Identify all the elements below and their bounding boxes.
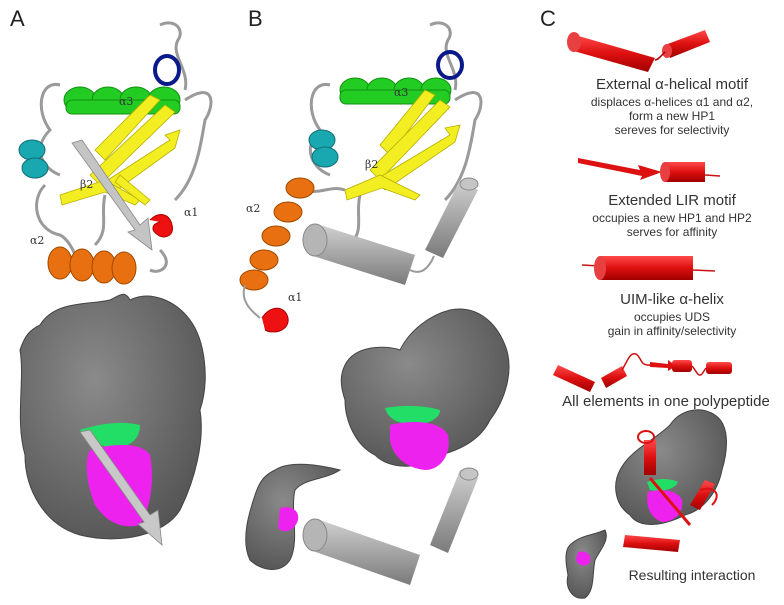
- panel-c-item-uim-helix: UIM-like α-helix occupies UDS gain in af…: [560, 291, 784, 338]
- panel-a-alpha2-label: α2: [30, 234, 45, 247]
- panel-c-item-external-helix: External α-helical motif displaces α-hel…: [560, 76, 784, 137]
- panel-b-alpha3-label: α3: [394, 86, 409, 99]
- panel-label-c: C: [540, 6, 556, 31]
- panel-c-item-resulting-interaction: Resulting interaction: [600, 567, 784, 583]
- panel-label-a: A: [10, 6, 25, 31]
- item-desc-line: occupies a new HP1 and HP2: [592, 211, 752, 225]
- item-desc-line: occupies UDS: [633, 310, 711, 324]
- panel-a-cartoon: [18, 21, 213, 285]
- item-desc-line: sereves for selectivity: [614, 123, 730, 137]
- panel-b-alpha2-label: α2: [246, 202, 261, 215]
- item-title: UIM-like α-helix: [620, 291, 724, 308]
- panel-c-art: [553, 30, 732, 599]
- item-desc-line: displaces α-helices α1 and α2,: [590, 95, 754, 109]
- panel-b-cartoon: [239, 21, 483, 333]
- panel-c-item-extended-lir: Extended LIR motif occupies a new HP1 an…: [560, 192, 784, 239]
- item-desc-line: form a new HP1: [628, 109, 716, 123]
- item-title: All elements in one polypeptide: [562, 393, 770, 410]
- panel-a-surface: [19, 293, 206, 546]
- item-desc-line: serves for affinity: [626, 225, 718, 239]
- panel-b-beta2-label: β2: [365, 158, 379, 171]
- item-title: Extended LIR motif: [608, 192, 736, 209]
- item-title: External α-helical motif: [595, 76, 749, 93]
- panel-a-beta2-label: β2: [80, 178, 94, 191]
- panel-a-alpha3-label: α3: [119, 95, 134, 108]
- panel-b-alpha1-label: α1: [288, 291, 303, 304]
- panel-c-item-all-elements: All elements in one polypeptide: [548, 393, 784, 410]
- item-title: Resulting interaction: [628, 567, 756, 583]
- panel-a-alpha1-label: α1: [184, 206, 199, 219]
- panel-label-b: B: [248, 6, 263, 31]
- panel-b-surface: [245, 308, 510, 585]
- item-desc-line: gain in affinity/selectivity: [607, 324, 737, 338]
